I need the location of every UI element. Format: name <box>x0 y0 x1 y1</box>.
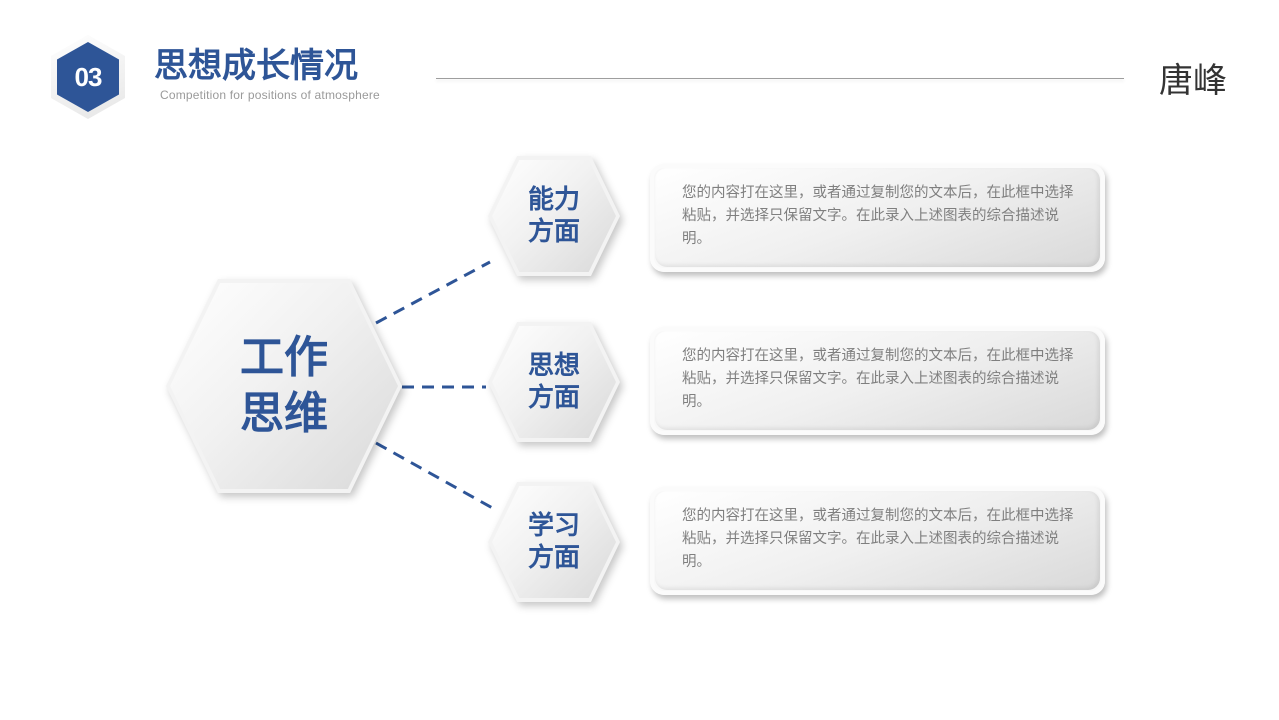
branch-hexagon-ability: 能力 方面 <box>488 156 620 276</box>
branch-hexagon-thought: 思想 方面 <box>488 322 620 442</box>
center-hexagon-label: 工作 思维 <box>170 283 398 489</box>
description-text: 您的内容打在这里，或者通过复制您的文本后，在此框中选择粘贴，并选择只保留文字。在… <box>682 185 1074 247</box>
page-title: 思想成长情况 <box>154 46 358 86</box>
branch-hexagon-study: 学习 方面 <box>488 482 620 602</box>
branch-label: 思想 方面 <box>492 326 616 438</box>
description-card-study: 您的内容打在这里，或者通过复制您的文本后，在此框中选择粘贴，并选择只保留文字。在… <box>650 487 1105 595</box>
connector-bottom <box>375 441 497 512</box>
description-text: 您的内容打在这里，或者通过复制您的文本后，在此框中选择粘贴，并选择只保留文字。在… <box>682 348 1074 410</box>
section-number: 03 <box>74 61 103 92</box>
header-divider <box>436 78 1124 79</box>
page-subtitle: Competition for positions of atmosphere <box>160 88 380 102</box>
description-card-thought: 您的内容打在这里，或者通过复制您的文本后，在此框中选择粘贴，并选择只保留文字。在… <box>650 327 1105 435</box>
author-name: 唐峰 <box>1159 61 1227 101</box>
description-card-ability: 您的内容打在这里，或者通过复制您的文本后，在此框中选择粘贴，并选择只保留文字。在… <box>650 164 1105 272</box>
center-hexagon: 工作 思维 <box>166 279 402 493</box>
branch-label: 能力 方面 <box>492 160 616 272</box>
branch-label: 学习 方面 <box>492 486 616 598</box>
connector-top <box>375 260 491 325</box>
description-text: 您的内容打在这里，或者通过复制您的文本后，在此框中选择粘贴，并选择只保留文字。在… <box>682 508 1074 570</box>
